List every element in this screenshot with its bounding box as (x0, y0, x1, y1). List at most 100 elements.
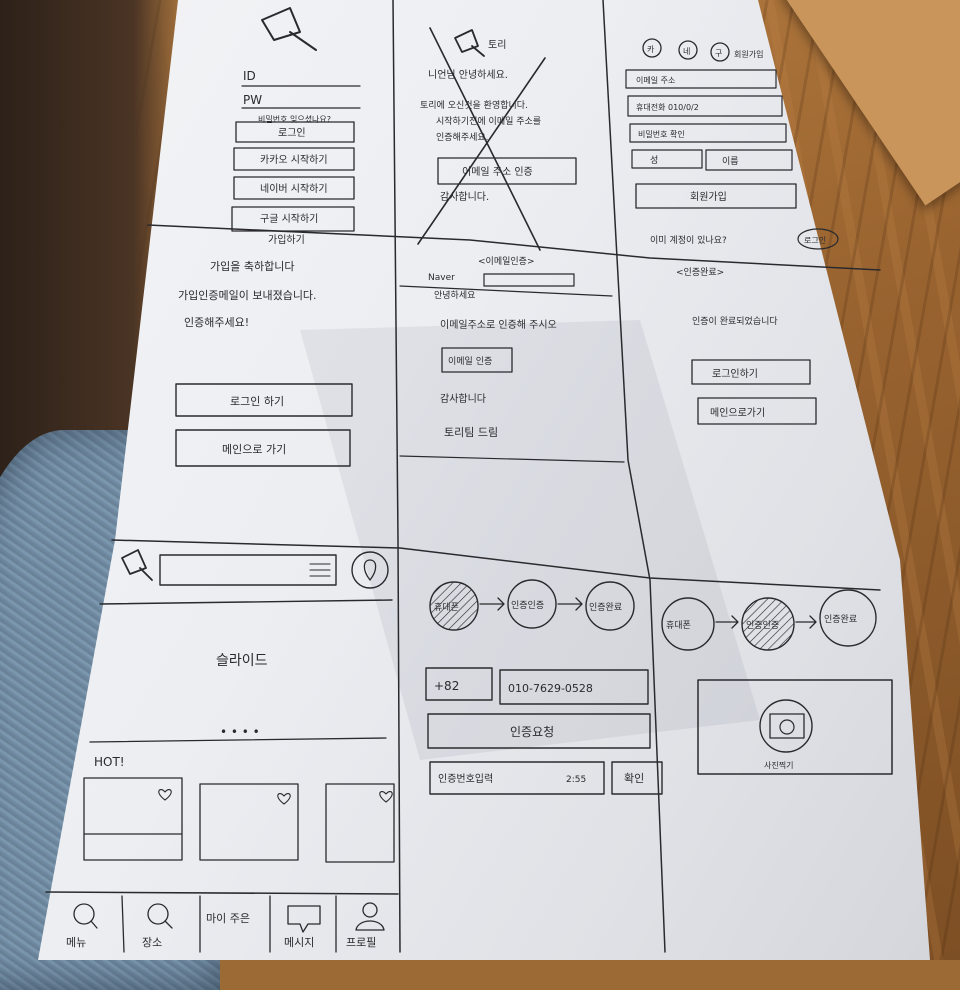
find-password-link[interactable]: 비밀번호 잊으셨나요? (258, 114, 331, 124)
tab-my[interactable]: 마이 주은 (206, 912, 250, 925)
svg-text:토리에 오신것을 환영합니다.: 토리에 오신것을 환영합니다. (420, 99, 528, 111)
hot-card[interactable] (325, 783, 395, 863)
take-photo-label: 사진찍기 (764, 760, 793, 770)
cross-line (417, 57, 546, 245)
svg-text:휴대폰: 휴대폰 (666, 620, 691, 631)
svg-text:인증이 완료되었습니다: 인증이 완료되었습니다 (692, 315, 778, 327)
step-auth-active (741, 597, 795, 651)
svg-text:로그인: 로그인 (278, 127, 306, 139)
divider-h1 (147, 224, 881, 271)
svg-text:확인: 확인 (624, 772, 644, 785)
kakao-start-button[interactable] (233, 147, 355, 171)
confirm-button[interactable] (611, 761, 663, 795)
signup-panel: 카 네 구 회원가입 이메일 주소 휴대전화 010/0/2 비밀번호 확인 성… (625, 38, 839, 250)
naver-start-button[interactable] (233, 176, 355, 200)
email-verify-crossed-panel: 토리 니언님 안녕하세요. 토리에 오신것을 환영합니다. 시작하기전에 이메일… (417, 27, 577, 251)
heart-icon[interactable] (379, 791, 393, 803)
google-start-button[interactable] (231, 206, 355, 232)
profile-icon (362, 902, 378, 918)
email-auth-title: <이메일인증> (478, 256, 534, 267)
tab-place[interactable]: 장소 (142, 903, 173, 949)
svg-text:인증번호입력: 인증번호입력 (438, 772, 493, 785)
countdown-timer: 2:55 (566, 775, 586, 785)
join-complete-panel: 가입을 축하합니다 가입인증메일이 보내졌습니다. 인증해주세요! 로그인 하기… (175, 259, 353, 467)
tab-menu[interactable]: 메뉴 (66, 903, 98, 949)
svg-text:네이버 시작하기: 네이버 시작하기 (260, 182, 328, 195)
svg-text:메시지: 메시지 (284, 936, 314, 949)
login-panel: ID PW 비밀번호 잊으셨나요? 로그인 카카오 시작하기 네이버 시작하기 … (231, 7, 361, 246)
step-complete (585, 581, 635, 631)
svg-text:인증요청: 인증요청 (510, 725, 554, 739)
join-link[interactable]: 가입하기 (268, 233, 305, 246)
step-phone-active (429, 581, 479, 631)
svg-text:+82: +82 (434, 679, 459, 693)
svg-text:인증인증: 인증인증 (746, 620, 779, 631)
hot-card[interactable] (199, 783, 299, 861)
brand-text: Naver (428, 273, 455, 283)
tab-profile[interactable]: 프로필 (346, 902, 385, 949)
signup-button[interactable] (635, 183, 797, 209)
arrow-right-icon (715, 615, 739, 629)
id-label: ID (243, 69, 256, 83)
logo-flag-icon (261, 7, 317, 51)
svg-text:카카오 시작하기: 카카오 시작하기 (260, 153, 328, 166)
login-button[interactable] (691, 359, 811, 385)
email-auth-panel: <이메일인증> Naver 안녕하세요 이메일주소로 인증해 주시오 이메일 인… (399, 256, 625, 463)
logo-text: 토리 (488, 39, 506, 51)
step-auth (507, 579, 557, 629)
social-join-label: 회원가입 (734, 50, 763, 59)
kakao-icon[interactable] (642, 38, 662, 58)
svg-text:로그인하기: 로그인하기 (712, 367, 758, 380)
pw-label: PW (243, 93, 262, 107)
svg-text:시작하기전에 이메일 주소를: 시작하기전에 이메일 주소를 (436, 116, 541, 127)
svg-text:마이 주은: 마이 주은 (206, 912, 250, 925)
svg-text:장소: 장소 (142, 936, 162, 949)
go-main-button[interactable] (697, 397, 817, 425)
heart-icon[interactable] (277, 793, 291, 805)
svg-text:이메일 주소: 이메일 주소 (636, 75, 675, 85)
request-auth-button[interactable] (427, 713, 651, 749)
location-button[interactable] (351, 551, 389, 589)
filter-icon[interactable] (309, 563, 331, 577)
photo-capture-box[interactable] (697, 679, 893, 775)
last-name-field[interactable] (631, 149, 703, 169)
svg-text:성: 성 (650, 155, 658, 166)
have-account-text: 이미 계정이 있나요? (650, 234, 727, 246)
login-button[interactable] (175, 383, 353, 417)
phone-number-field[interactable] (499, 669, 649, 705)
slide-banner[interactable]: 슬라이드 (216, 653, 268, 669)
email-field[interactable] (625, 69, 777, 89)
login-button[interactable] (235, 121, 355, 143)
svg-text:가입인증메일이 보내졌습니다.: 가입인증메일이 보내졌습니다. (178, 288, 317, 302)
email-verify-button[interactable] (441, 347, 513, 373)
logo-flag-icon (454, 29, 485, 57)
hot-card[interactable] (83, 777, 183, 861)
go-main-button[interactable] (175, 429, 351, 467)
password-confirm-field[interactable] (629, 123, 787, 143)
svg-text:로그인: 로그인 (804, 235, 826, 245)
google-icon[interactable] (710, 42, 730, 62)
search-icon (147, 903, 169, 925)
search-input[interactable] (159, 554, 337, 586)
svg-text:회원가입: 회원가입 (690, 190, 727, 203)
camera-button[interactable] (759, 699, 813, 753)
naver-icon[interactable] (678, 40, 698, 60)
svg-text:메인으로가기: 메인으로가기 (710, 407, 765, 419)
phone-field[interactable] (627, 95, 783, 117)
heart-icon[interactable] (158, 789, 172, 801)
divider-v1 (392, 0, 401, 953)
svg-text:프로필: 프로필 (346, 936, 376, 949)
svg-text:카: 카 (647, 45, 655, 54)
auth-code-input[interactable] (429, 761, 605, 795)
home-panel: 슬라이드 • • • • HOT! 메뉴 장소 마이 주은 메시지 (45, 549, 399, 953)
sketch-paper (38, 0, 930, 960)
step-phone (661, 597, 715, 651)
slide-dots[interactable]: • • • • (220, 725, 260, 739)
svg-text:휴대전화 010/0/2: 휴대전화 010/0/2 (636, 102, 699, 112)
first-name-field[interactable] (705, 149, 793, 171)
login-link[interactable] (797, 228, 839, 250)
auth-complete-title: <인증완료> (676, 267, 724, 278)
country-code-field[interactable] (425, 667, 493, 701)
svg-text:로그인 하기: 로그인 하기 (230, 394, 284, 408)
tab-message[interactable]: 메시지 (284, 905, 321, 949)
